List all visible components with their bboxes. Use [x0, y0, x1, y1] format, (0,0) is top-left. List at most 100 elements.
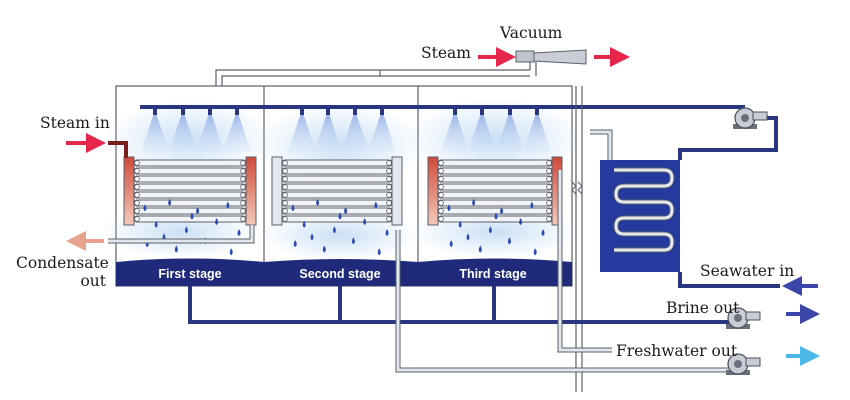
- droplet: [302, 220, 306, 228]
- pump-hub: [734, 360, 742, 368]
- pipe-break-lines: [571, 86, 583, 392]
- brine-out-pipe: [188, 286, 820, 324]
- tube-end: [546, 184, 552, 190]
- droplet: [196, 207, 200, 214]
- tube-end: [438, 176, 444, 182]
- droplet: [310, 233, 314, 241]
- freshwater-out-label: Freshwater out: [616, 342, 738, 360]
- tube-end: [282, 192, 288, 198]
- tube: [437, 191, 553, 199]
- droplet: [291, 204, 295, 212]
- tube-end: [282, 176, 288, 182]
- droplet: [168, 198, 172, 206]
- droplet: [226, 201, 230, 209]
- droplet: [494, 212, 498, 220]
- tube-end: [134, 192, 140, 198]
- tube-end: [282, 184, 288, 190]
- tube: [281, 191, 393, 199]
- brine-pools: [116, 258, 572, 286]
- tube-end: [386, 208, 392, 214]
- spray-cone: [523, 110, 551, 152]
- bundle-end-left: [123, 156, 135, 226]
- droplet: [143, 204, 147, 212]
- droplet: [374, 201, 378, 209]
- tube-end: [134, 160, 140, 166]
- bundle-end-right: [245, 156, 257, 226]
- spray-cone: [223, 110, 251, 152]
- droplet: [363, 218, 367, 225]
- tube: [437, 199, 553, 207]
- droplet: [466, 233, 470, 241]
- tube-end: [240, 208, 246, 214]
- droplet: [190, 212, 194, 220]
- bundle-end-right: [391, 156, 403, 226]
- tube: [281, 207, 393, 215]
- pump-outlet: [752, 111, 768, 121]
- droplet: [344, 207, 348, 214]
- tube-end: [240, 184, 246, 190]
- steam-top-label: Steam: [421, 44, 471, 62]
- droplet: [322, 245, 326, 253]
- tube-end: [546, 192, 552, 198]
- pump-hub: [734, 314, 742, 322]
- spray-cone: [169, 110, 197, 152]
- tube: [281, 199, 393, 207]
- nozzle: [453, 107, 457, 115]
- stage-label-2: Second stage: [299, 267, 381, 281]
- droplet: [449, 240, 453, 247]
- tube-end: [546, 216, 552, 222]
- droplet: [447, 204, 451, 212]
- pump-outlet: [745, 357, 761, 367]
- stage-label-1: First stage: [158, 267, 222, 281]
- tube-end: [438, 192, 444, 198]
- tube: [281, 167, 393, 175]
- spray-cone: [141, 110, 169, 152]
- droplet: [332, 226, 336, 234]
- nozzle: [300, 107, 304, 115]
- tube-end: [134, 200, 140, 206]
- tube-end: [386, 200, 392, 206]
- tube-end: [386, 160, 392, 166]
- tube: [281, 215, 393, 223]
- tube-end: [386, 184, 392, 190]
- distillate-pipe: [557, 129, 613, 230]
- nozzle: [535, 107, 539, 115]
- tube-end: [438, 216, 444, 222]
- spray-cone: [496, 110, 524, 152]
- heat-exchanger: [600, 160, 680, 272]
- spray-cone: [468, 110, 496, 152]
- tube-end: [546, 208, 552, 214]
- tube: [437, 167, 553, 175]
- tube: [133, 207, 247, 215]
- tube: [133, 215, 247, 223]
- spray-cone: [196, 110, 224, 152]
- freshwater-out-pipe: [395, 230, 820, 373]
- tube-end: [386, 176, 392, 182]
- bundle-end-left: [271, 156, 283, 226]
- tube-end: [546, 168, 552, 174]
- nozzle: [208, 107, 212, 115]
- droplet: [519, 218, 523, 225]
- condensate-out-label: Condensate out: [16, 254, 109, 290]
- tube-end: [240, 216, 246, 222]
- tube: [133, 159, 247, 167]
- steam-in-pipe: [66, 133, 128, 158]
- pump-hub: [741, 114, 749, 122]
- droplets: [143, 198, 545, 256]
- droplet: [507, 237, 511, 245]
- tube-end: [134, 168, 140, 174]
- tube-end: [546, 200, 552, 206]
- stage-label-3: Third stage: [459, 267, 527, 281]
- spray-cone: [341, 110, 369, 152]
- tube-end: [240, 200, 246, 206]
- tube-end: [240, 168, 246, 174]
- tube: [437, 207, 553, 215]
- tube-end: [386, 216, 392, 222]
- droplet: [154, 220, 158, 228]
- tube: [133, 199, 247, 207]
- seawater-loop: [678, 116, 818, 296]
- nozzle: [153, 107, 157, 115]
- tube-end: [438, 200, 444, 206]
- tube-end: [134, 216, 140, 222]
